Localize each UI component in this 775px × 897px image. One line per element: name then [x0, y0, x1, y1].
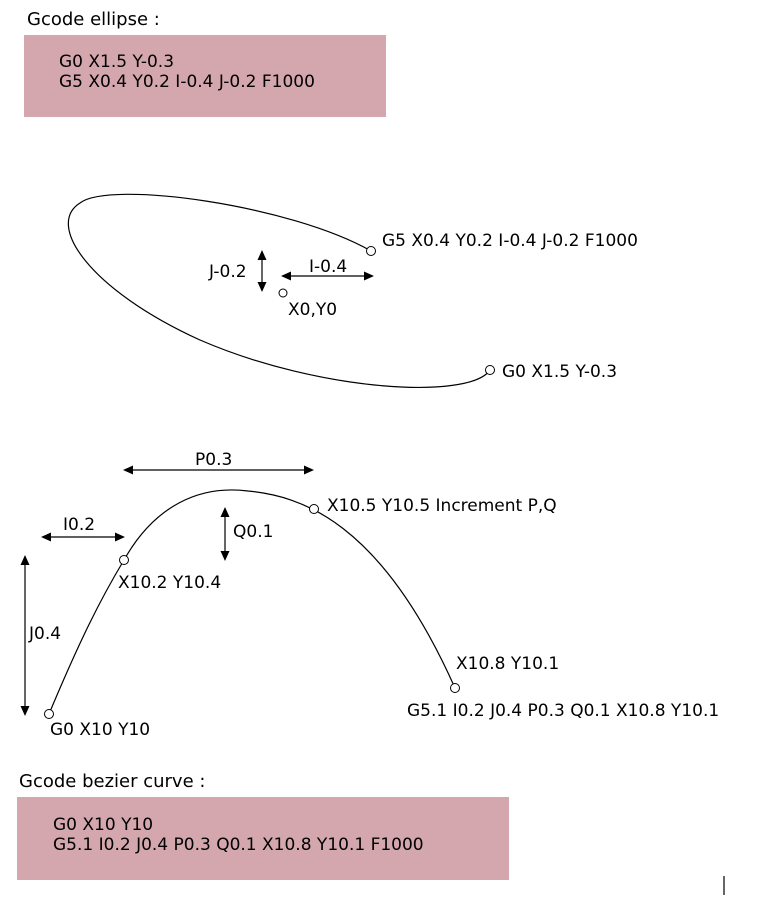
bezier-start-marker — [44, 709, 54, 719]
bezier-heading: Gcode bezier curve : — [19, 771, 206, 792]
ellipse-code-line-1: G0 X1.5 Y-0.3 — [59, 52, 175, 72]
bezier-code-line-2: G5.1 I0.2 J0.4 P0.3 Q0.1 X10.8 Y10.1 F10… — [53, 835, 424, 855]
bezier-start-label: G0 X10 Y10 — [50, 720, 150, 740]
bezier-code-box: G0 X10 Y10 G5.1 I0.2 J0.4 P0.3 Q0.1 X10.… — [17, 797, 509, 880]
ellipse-j-dimension-arrow — [257, 250, 267, 292]
bezier-command-label: G5.1 I0.2 J0.4 P0.3 Q0.1 X10.8 Y10.1 — [407, 701, 719, 721]
bezier-code-line-1: G0 X10 Y10 — [53, 815, 154, 835]
bezier-j-label: J0.4 — [28, 624, 61, 644]
ellipse-code-line-2: G5 X0.4 Y0.2 I-0.4 J-0.2 F1000 — [59, 72, 315, 92]
ellipse-i-dimension-arrow — [281, 271, 374, 281]
bezier-p-dimension-arrow — [123, 465, 314, 475]
ellipse-arc — [67, 193, 491, 389]
bezier-q-dimension-arrow — [220, 507, 230, 561]
bezier-control-1-marker — [119, 555, 129, 565]
ellipse-end-point-marker — [366, 246, 376, 256]
ellipse-end-label: G5 X0.4 Y0.2 I-0.4 J-0.2 F1000 — [382, 231, 638, 251]
bezier-i-label: I0.2 — [63, 515, 95, 535]
ellipse-code-box: G0 X1.5 Y-0.3 G5 X0.4 Y0.2 I-0.4 J-0.2 F… — [24, 35, 386, 117]
bezier-q-label: Q0.1 — [233, 522, 273, 542]
bezier-end-marker — [450, 683, 460, 693]
bezier-control-2-marker — [309, 504, 319, 514]
ellipse-center-marker — [278, 288, 288, 298]
bezier-j-dimension-arrow — [20, 555, 30, 716]
ellipse-i-label: I-0.4 — [309, 257, 347, 277]
ellipse-center-label: X0,Y0 — [288, 300, 337, 320]
ellipse-heading: Gcode ellipse : — [27, 9, 160, 30]
bezier-p-label: P0.3 — [195, 450, 232, 470]
ellipse-start-label: G0 X1.5 Y-0.3 — [502, 362, 617, 382]
bezier-i-dimension-arrow — [41, 532, 125, 542]
ellipse-j-label: J-0.2 — [208, 262, 247, 282]
bezier-control-2-label: X10.5 Y10.5 Increment P,Q — [327, 496, 557, 516]
bezier-control-1-label: X10.2 Y10.4 — [118, 573, 221, 593]
bezier-end-label: X10.8 Y10.1 — [456, 654, 559, 674]
ellipse-start-point-marker — [485, 365, 495, 375]
bezier-curve — [48, 489, 456, 715]
